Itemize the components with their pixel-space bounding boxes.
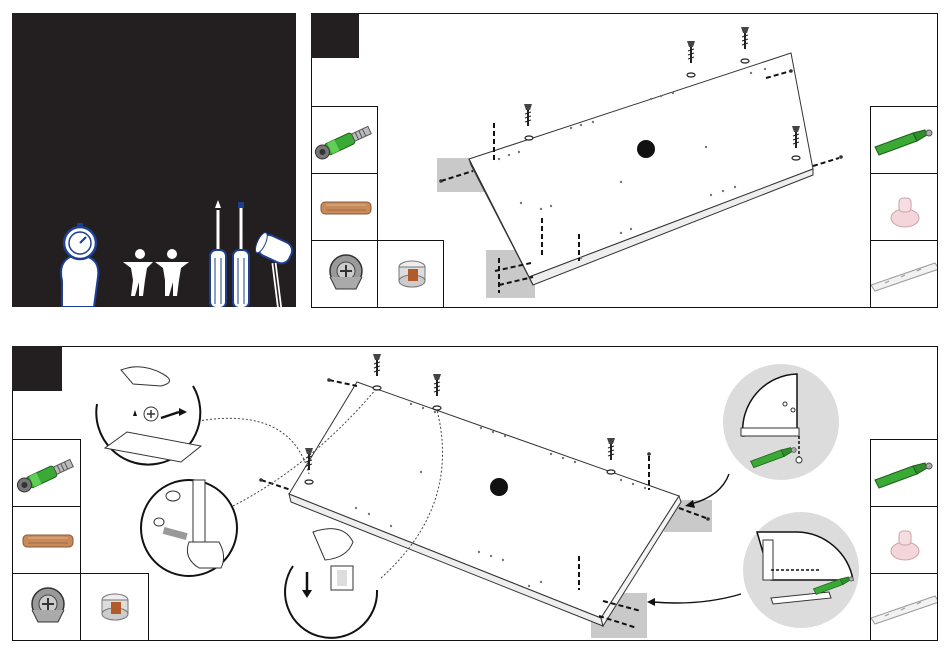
cam-lock-icon (32, 588, 64, 622)
step1-part-strip (870, 240, 938, 308)
two-person-icon (123, 249, 189, 296)
step1-board-drawing (311, 13, 871, 308)
step1-part-cap (870, 173, 938, 241)
intro-panel (12, 13, 296, 307)
hammer-dowel-detail (141, 480, 237, 576)
wooden-dowel-icon (23, 535, 73, 547)
black-dot-marker (490, 478, 508, 496)
step1-part-glue (870, 106, 938, 174)
step2-part-glue (870, 439, 938, 507)
step2-board-drawing (81, 346, 871, 641)
cam-bolt-icon (15, 457, 74, 495)
step2-part-dowel (12, 506, 81, 574)
screwdriver-flat-icon (233, 202, 249, 307)
step2-part-cap (870, 506, 938, 574)
step2-part-cam-lock (12, 573, 81, 641)
glue-dowel-detail-top (723, 364, 839, 480)
stopwatch-hand-icon (61, 223, 98, 307)
plastic-strip-icon (871, 263, 938, 291)
insert-cam-bolt-detail (96, 367, 201, 465)
plastic-cap-icon (891, 531, 919, 560)
screwdriver-pozidriv-icon (210, 200, 226, 307)
step2-part-strip (870, 573, 938, 641)
press-cam-lock-detail (285, 529, 377, 638)
intro-icons (12, 13, 296, 307)
mallet-icon (253, 231, 295, 307)
plastic-strip-icon (871, 596, 938, 624)
step2-part-cam-bolt (12, 439, 81, 507)
plastic-cap-icon (891, 198, 919, 227)
glue-tube-icon (875, 130, 932, 155)
step2-number-tab (12, 346, 62, 391)
glue-tube-icon (875, 463, 932, 488)
glue-strip-detail-bottom (743, 512, 859, 628)
black-dot-marker (637, 140, 655, 158)
